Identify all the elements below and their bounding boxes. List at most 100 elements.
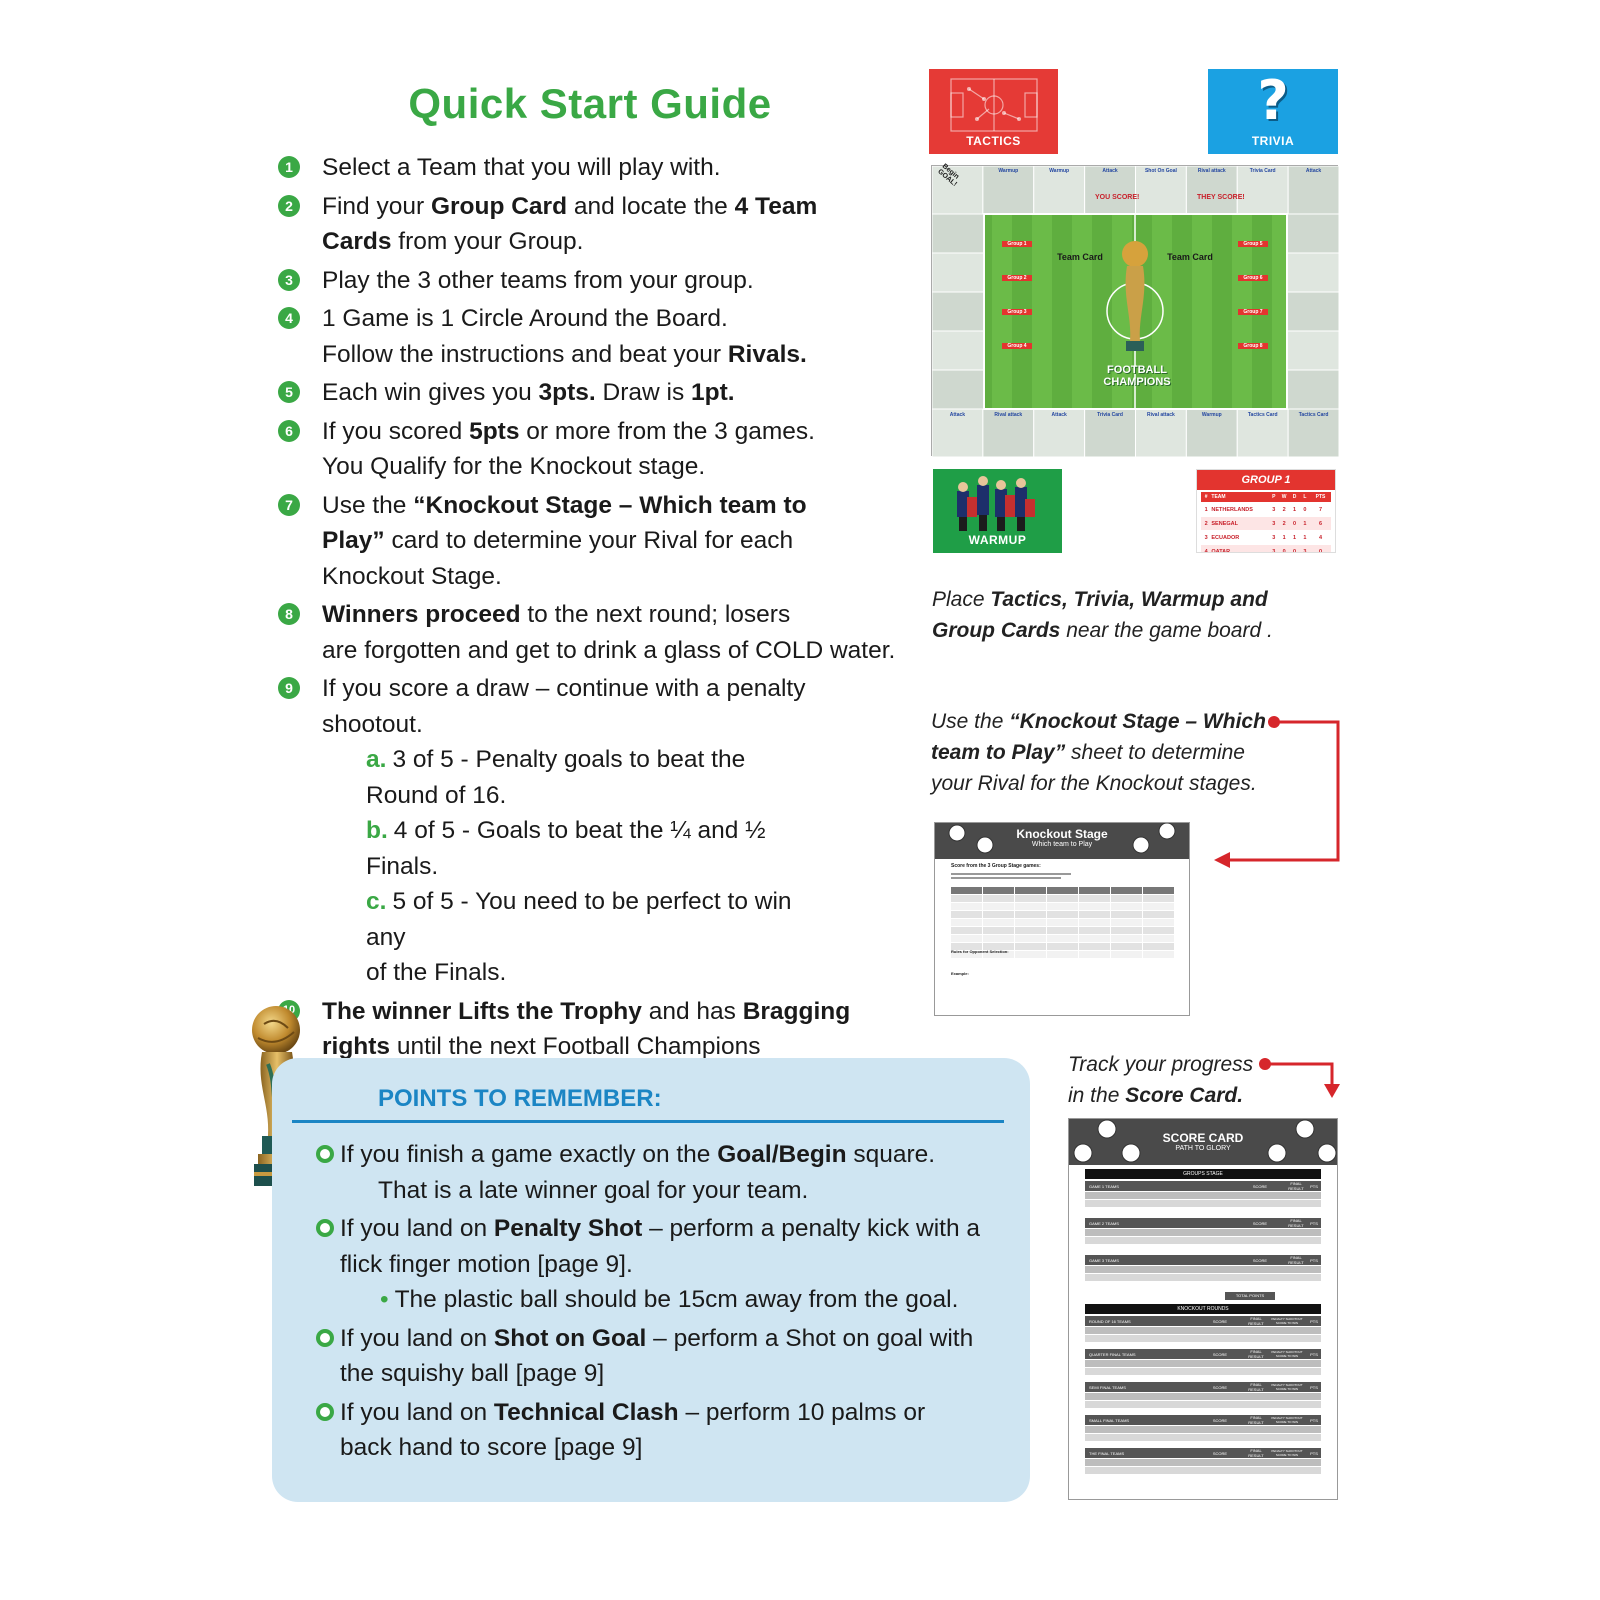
- board-tile: [1286, 213, 1339, 254]
- text: Find your: [322, 192, 431, 220]
- pts-label: PTS: [1310, 1384, 1318, 1390]
- trivia-card: ? TRIVIA: [1208, 69, 1338, 154]
- knockout-cell: [1015, 935, 1046, 942]
- score-blank-row: [1085, 1393, 1321, 1400]
- knockout-cell: [1015, 943, 1046, 950]
- points-panel: [272, 1058, 1030, 1502]
- knockout-cell: [1047, 951, 1078, 958]
- team-card-label: Team Card: [1167, 252, 1213, 262]
- sub-text: 4 of 5 - Goals to beat the ¼ and ½ Final…: [366, 817, 766, 880]
- board-artwork: [932, 166, 1339, 457]
- group-cell: 3: [1204, 534, 1208, 541]
- text: Play the 3 other teams from your group.: [322, 266, 754, 294]
- group-box-label: Group 3: [1002, 309, 1032, 315]
- group-cell: L: [1303, 494, 1307, 500]
- group-cell: 3: [1272, 506, 1276, 513]
- board-tile: [1236, 408, 1289, 457]
- pts-label: PTS: [1310, 1257, 1318, 1263]
- text: near the game board .: [1060, 619, 1273, 642]
- group-box-label: Group 4: [1002, 343, 1032, 349]
- board-tile: [932, 291, 985, 332]
- sub-letter: b.: [366, 817, 388, 844]
- knockout-cell: [1111, 887, 1142, 894]
- knockout-cell: [951, 935, 982, 942]
- knockout-cell: [951, 903, 982, 910]
- knockout-sheet-subtitle: Which team to Play: [1031, 841, 1093, 848]
- arrow-knockout-icon: [1214, 716, 1340, 868]
- bold-text: 4 Team Cards: [322, 192, 818, 256]
- knockout-cell: [983, 895, 1014, 902]
- step-number-badge: 5: [278, 381, 300, 403]
- score-row-label: GAME 2 TEAMS: [1089, 1220, 1119, 1226]
- knockout-cell: [951, 895, 982, 902]
- point-item: If you land on Shot on Goal – perform a …: [316, 1321, 1016, 1392]
- you-score-label: YOU SCORE!: [1095, 194, 1140, 201]
- knockout-cell: [983, 935, 1014, 942]
- caption-knockout: Use the “Knockout Stage – Which team to …: [931, 706, 1291, 799]
- text: If you scored: [322, 417, 470, 445]
- board-tile-label: Attack: [1305, 168, 1322, 174]
- text: and has: [641, 997, 743, 1025]
- text: Each win gives you: [322, 379, 539, 406]
- trivia-label: TRIVIA: [1251, 134, 1295, 148]
- knockout-sheet-heading: Score from the 3 Group Stage games:: [951, 863, 1041, 869]
- knockout-cell: [1015, 895, 1046, 902]
- pts-label: PTS: [1310, 1183, 1318, 1189]
- knockout-cell: [1015, 927, 1046, 934]
- sub-continuation: of the Finals.: [366, 959, 507, 986]
- score-card-title: SCORE CARD: [1162, 1131, 1244, 1145]
- final-result-label: FINAL RESULT: [1288, 1255, 1304, 1265]
- board-tile-label: Warmup: [1201, 412, 1222, 418]
- step-number-badge: 3: [278, 268, 300, 291]
- bold-text: “Knockout Stage – Which team to Play”: [931, 710, 1266, 764]
- group-cell: 1: [1303, 534, 1307, 541]
- knockout-cell: [1047, 911, 1078, 918]
- knockout-sheet-title: Knockout Stage: [1016, 827, 1108, 841]
- pts-label: PTS: [1310, 1417, 1318, 1423]
- text: If you finish a game exactly on the: [340, 1141, 718, 1168]
- knockout-cell: [1143, 887, 1174, 894]
- knockout-sheet-header: Knockout Stage Which team to Play: [935, 823, 1189, 859]
- score-label: SCORE: [1252, 1257, 1268, 1263]
- score-blank-row: [1085, 1360, 1321, 1367]
- step-text: Find your Group Card and locate the 4 Te…: [322, 189, 882, 260]
- knockout-cell: [1111, 943, 1142, 950]
- group-cell: 3: [1272, 534, 1276, 541]
- knockout-cell: [1079, 919, 1110, 926]
- bold-text: Group Card: [430, 192, 568, 220]
- group-cell: 0: [1282, 548, 1286, 553]
- group-cell: NETHERLANDS: [1211, 506, 1253, 513]
- step-text: Select a Team that you will play with.: [322, 150, 918, 186]
- score-blank-row: [1085, 1467, 1321, 1474]
- board-tile: [1033, 166, 1086, 215]
- point-sub: •The plastic ball should be 15cm away fr…: [380, 1282, 980, 1318]
- pts-label: PTS: [1310, 1351, 1318, 1357]
- group-cell: 1: [1293, 506, 1297, 513]
- board-tile-label: Attack: [949, 412, 966, 418]
- group-cell: 6: [1319, 520, 1323, 527]
- point-item: If you land on Technical Clash – perform…: [316, 1395, 1016, 1466]
- score-blank-row: [1085, 1200, 1321, 1207]
- score-gap: [1085, 1245, 1321, 1255]
- point-item: If you finish a game exactly on the Goal…: [316, 1137, 1016, 1208]
- score-row-label: SMALL FINAL TEAMS: [1089, 1417, 1130, 1423]
- knockout-cell: [983, 919, 1014, 926]
- text: Draw is: [595, 379, 692, 406]
- bold-text: Goal/Begin: [717, 1141, 847, 1168]
- total-points-box: TOTAL POINTS: [1225, 1292, 1275, 1300]
- sub-item: c.5 of 5 - You need to be perfect to win…: [366, 884, 812, 955]
- ring-bullet-icon: [316, 1219, 334, 1237]
- board-tile: [932, 369, 985, 410]
- board-tile-label: Warmup: [1049, 168, 1070, 174]
- point-text: If you land on Penalty Shot – perform a …: [340, 1211, 980, 1318]
- knockout-cell: [983, 927, 1014, 934]
- board-tile: [932, 252, 985, 293]
- bold-text: The winner Lifts the Trophy: [322, 997, 642, 1025]
